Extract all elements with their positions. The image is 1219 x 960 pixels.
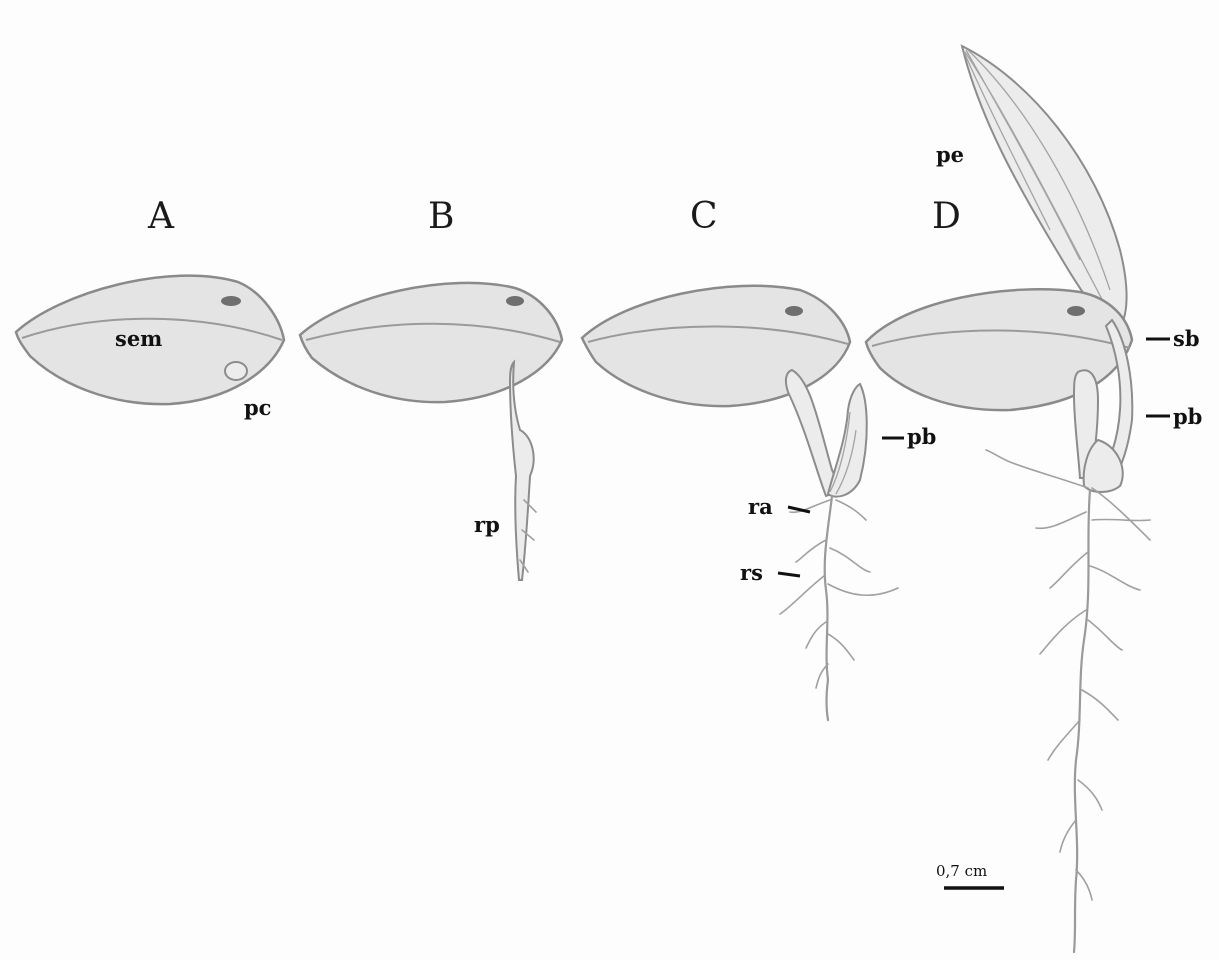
stage-d-main-root — [1074, 490, 1090, 952]
stage-a: A sem pc — [16, 196, 284, 420]
stage-c-main-root — [825, 496, 832, 720]
stage-c-letter: C — [690, 196, 718, 237]
stage-d-lateral-roots — [986, 450, 1150, 900]
stage-a-label-sem: sem — [115, 326, 162, 351]
stage-c-label-rs: rs — [740, 560, 763, 585]
stage-d-hilum — [1067, 306, 1085, 316]
scale-bar-label: 0,7 cm — [936, 862, 987, 880]
stage-d-letter: D — [932, 196, 961, 237]
stage-c-hilum — [785, 306, 803, 316]
stage-c-plumule-bud — [828, 384, 867, 497]
stage-b-hilum — [506, 296, 524, 306]
stage-c-lateral-roots — [780, 500, 898, 688]
stage-d-label-pe: pe — [936, 142, 964, 167]
stage-a-hilum — [221, 296, 241, 306]
stage-b: B rp — [300, 196, 562, 580]
stage-d-label-pb: pb — [1173, 404, 1202, 429]
stage-c-rs-pointer — [778, 573, 800, 576]
stage-d: D pe sb pb — [866, 46, 1202, 952]
stage-b-primary-root — [510, 362, 534, 580]
stage-d-eophyll-leaf — [962, 46, 1127, 330]
stage-c-label-pb: pb — [907, 424, 936, 449]
stage-c-seed — [582, 286, 850, 406]
stage-a-cotyledonary-protrusion — [225, 362, 247, 380]
stage-b-letter: B — [428, 196, 454, 237]
stage-a-letter: A — [147, 196, 175, 237]
scale-bar: 0,7 cm — [936, 862, 1004, 888]
stage-c-label-ra: ra — [748, 494, 773, 519]
stage-a-label-pc: pc — [244, 395, 271, 420]
stage-c: C pb ra rs — [582, 196, 936, 720]
stage-d-label-sb: sb — [1173, 326, 1200, 351]
stage-b-label-rp: rp — [474, 512, 500, 537]
